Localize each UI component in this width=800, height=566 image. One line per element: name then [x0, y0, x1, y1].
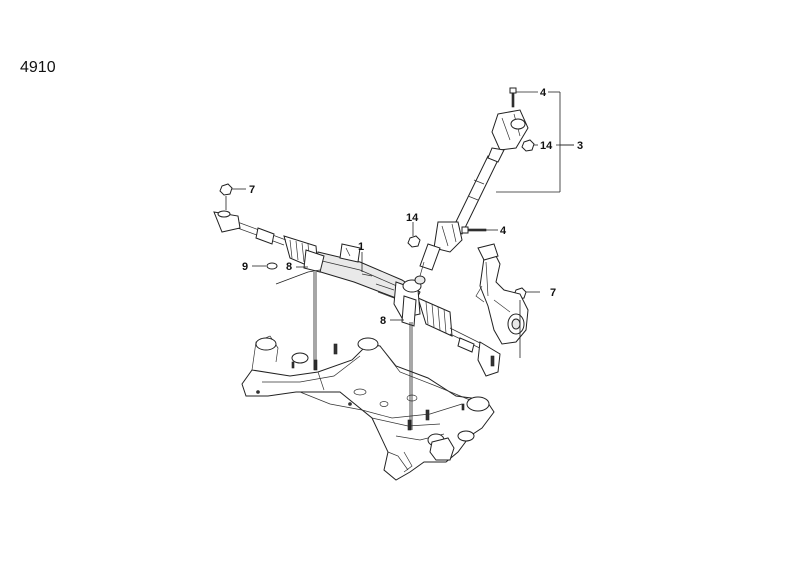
callout-8-right: 8 — [380, 315, 386, 327]
steering-knuckle — [475, 243, 529, 345]
callout-1: 1 — [358, 241, 364, 253]
leader-lines — [225, 91, 574, 430]
page-code: 4910 — [20, 59, 56, 76]
subframe-studs — [291, 343, 465, 431]
callout-labels: 4 14 3 4 14 7 1 9 8 8 7 — [242, 87, 583, 327]
callout-4-upper: 4 — [540, 87, 547, 99]
subframe-crossmember — [241, 335, 495, 481]
callout-8-left: 8 — [286, 261, 292, 273]
callout-9: 9 — [242, 261, 248, 273]
steering-shaft — [419, 109, 529, 277]
tie-rod-left — [213, 210, 287, 246]
callout-7-right: 7 — [550, 287, 556, 299]
callout-3: 3 — [577, 140, 583, 152]
tie-rod-right — [449, 327, 501, 377]
callout-7-left: 7 — [249, 184, 255, 196]
callout-4-mid: 4 — [500, 225, 507, 237]
steering-gear-box — [283, 235, 453, 337]
callout-14-lower: 14 — [406, 212, 419, 224]
callout-14-upper: 14 — [540, 140, 553, 152]
